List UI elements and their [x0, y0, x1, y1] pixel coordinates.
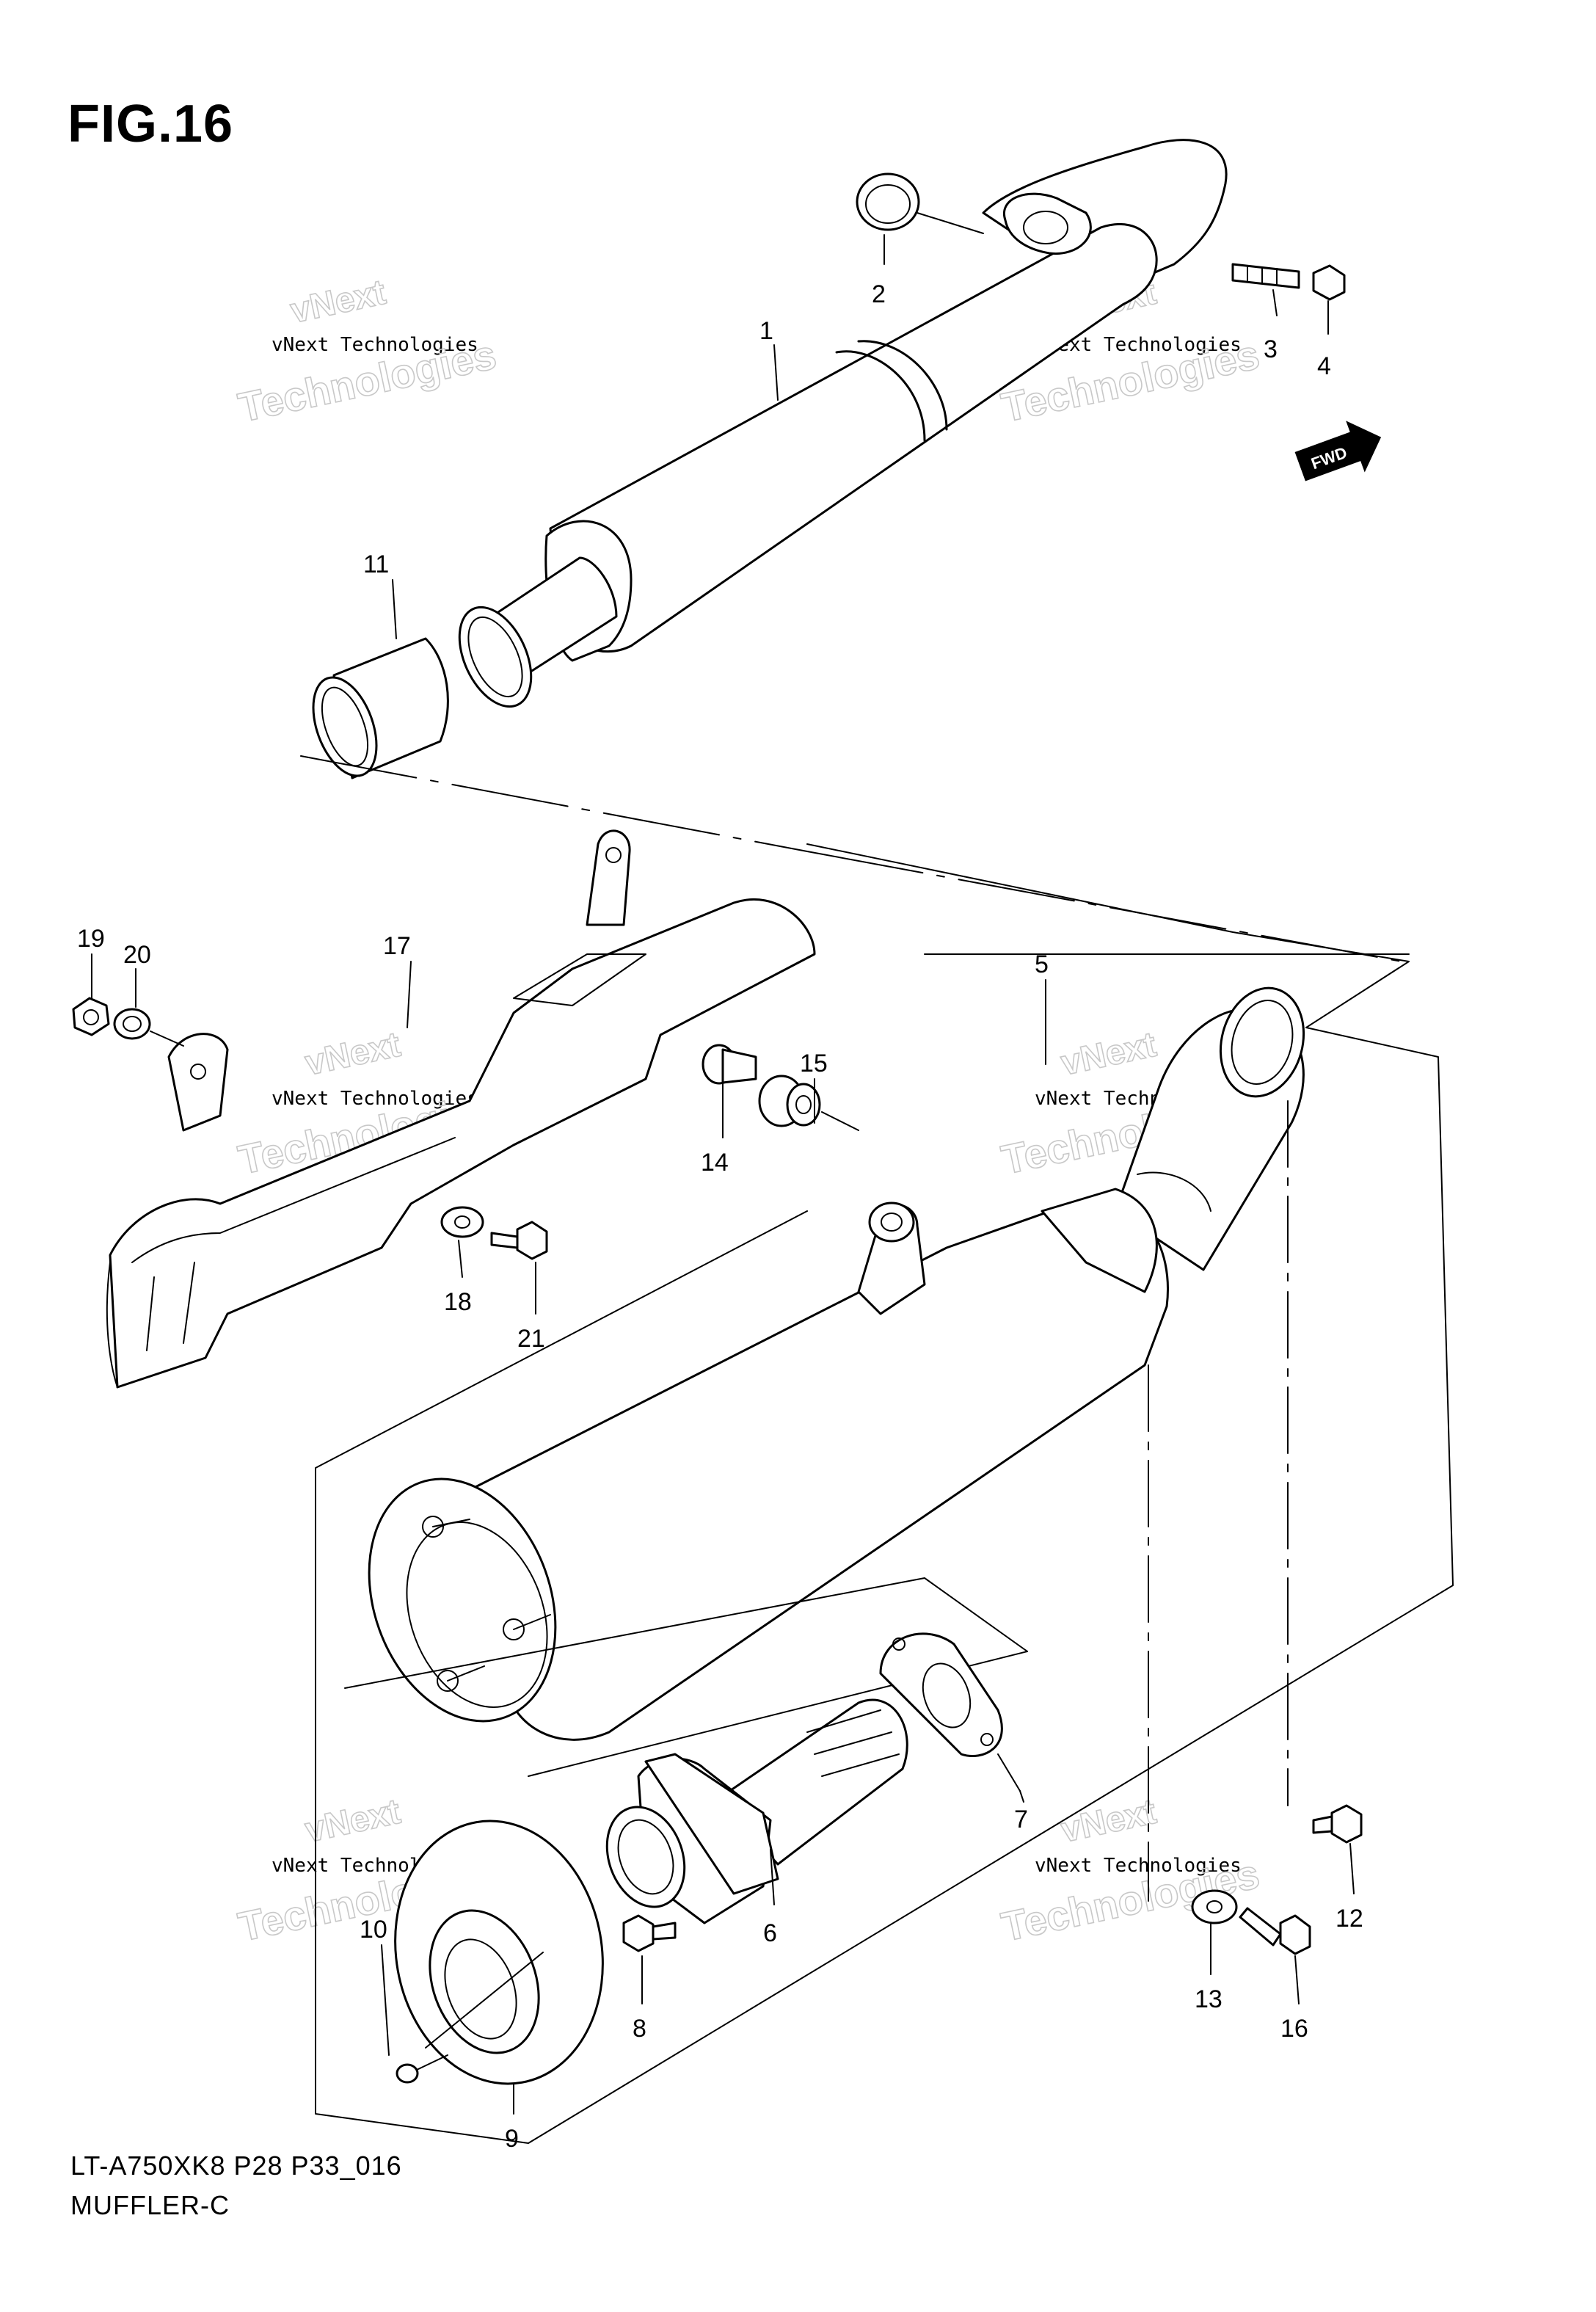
part-7-gasket: [344, 1577, 1028, 1792]
alignment-lines: [300, 755, 1402, 962]
watermark-vnext: vNext: [302, 1792, 404, 1850]
watermark-text: vNext Technologies: [272, 1088, 478, 1110]
callout-4: 4: [1317, 352, 1331, 380]
callout-leaders: [91, 234, 1355, 2115]
part-13-washer: [1191, 1889, 1238, 1924]
watermark-vnext: vNext: [302, 1025, 404, 1083]
callout-15: 15: [800, 1050, 828, 1077]
callout-10: 10: [360, 1916, 387, 1944]
watermark-text: vNext Technologies: [272, 334, 478, 356]
part-9-end-cap: [394, 1820, 604, 2085]
callout-9: 9: [505, 2125, 519, 2153]
watermark-vnext: vNext: [287, 273, 389, 331]
callout-20: 20: [123, 941, 151, 969]
part-1-exhaust-pipe: [458, 139, 1228, 708]
callout-6: 6: [763, 1919, 777, 1947]
part-21-bolt: [490, 1221, 548, 1260]
callout-3: 3: [1264, 335, 1278, 363]
part-8-bolt: [622, 1914, 677, 1952]
callout-7: 7: [1014, 1806, 1028, 1833]
model-code: LT-A750XK8 P28 P33_016: [70, 2151, 402, 2181]
part-3-stud-bolt: [1231, 263, 1300, 289]
callout-numbers: 1 2 3 4 5 6 7 8 9 10 11 12 13 14 15 16 1…: [77, 280, 1363, 2153]
part-17-heat-shield: [106, 829, 816, 1389]
callout-18: 18: [444, 1288, 472, 1316]
callout-17: 17: [383, 932, 411, 960]
watermark-bottom-right: vNext vNext Technologies Technologies: [997, 1792, 1264, 1951]
callout-13: 13: [1195, 1985, 1222, 2013]
callout-8: 8: [633, 2015, 646, 2043]
part-4-nut: [1312, 264, 1346, 301]
part-2-gasket-ring: [856, 172, 984, 234]
part-10-screw: [396, 2054, 448, 2084]
callout-19: 19: [77, 925, 105, 953]
fwd-direction-badge: FWD: [1294, 421, 1382, 481]
watermark-vnext: vNext: [1057, 1792, 1159, 1850]
part-19-nut: [72, 997, 110, 1036]
callout-1: 1: [759, 317, 773, 345]
part-15-grommet: [758, 1075, 859, 1131]
part-20-washer: [113, 1008, 184, 1047]
callout-21: 21: [517, 1325, 545, 1353]
part-11-connector-tube: [312, 637, 449, 779]
part-12-bolt: [1312, 1804, 1363, 1844]
part-18-washer: [440, 1206, 484, 1238]
section-name: MUFFLER-C: [70, 2190, 230, 2220]
part-6-spark-arrester: [605, 1698, 908, 1924]
callout-5: 5: [1035, 950, 1049, 978]
part-16-bolt: [1239, 1907, 1311, 1955]
watermark-text: vNext Technologies: [1035, 1855, 1242, 1877]
part-14-bushing: [702, 1044, 757, 1085]
watermark-top-left: vNext vNext Technologies Technologies: [234, 272, 501, 432]
callout-14: 14: [701, 1149, 729, 1177]
callout-2: 2: [872, 280, 886, 308]
callout-12: 12: [1336, 1905, 1363, 1933]
callout-11: 11: [363, 550, 389, 578]
figure-title: FIG.16: [68, 95, 234, 153]
callout-16: 16: [1280, 2015, 1308, 2043]
watermark-vnext: vNext: [1057, 1025, 1159, 1083]
part-5-muffler-body: [315, 843, 1454, 2144]
